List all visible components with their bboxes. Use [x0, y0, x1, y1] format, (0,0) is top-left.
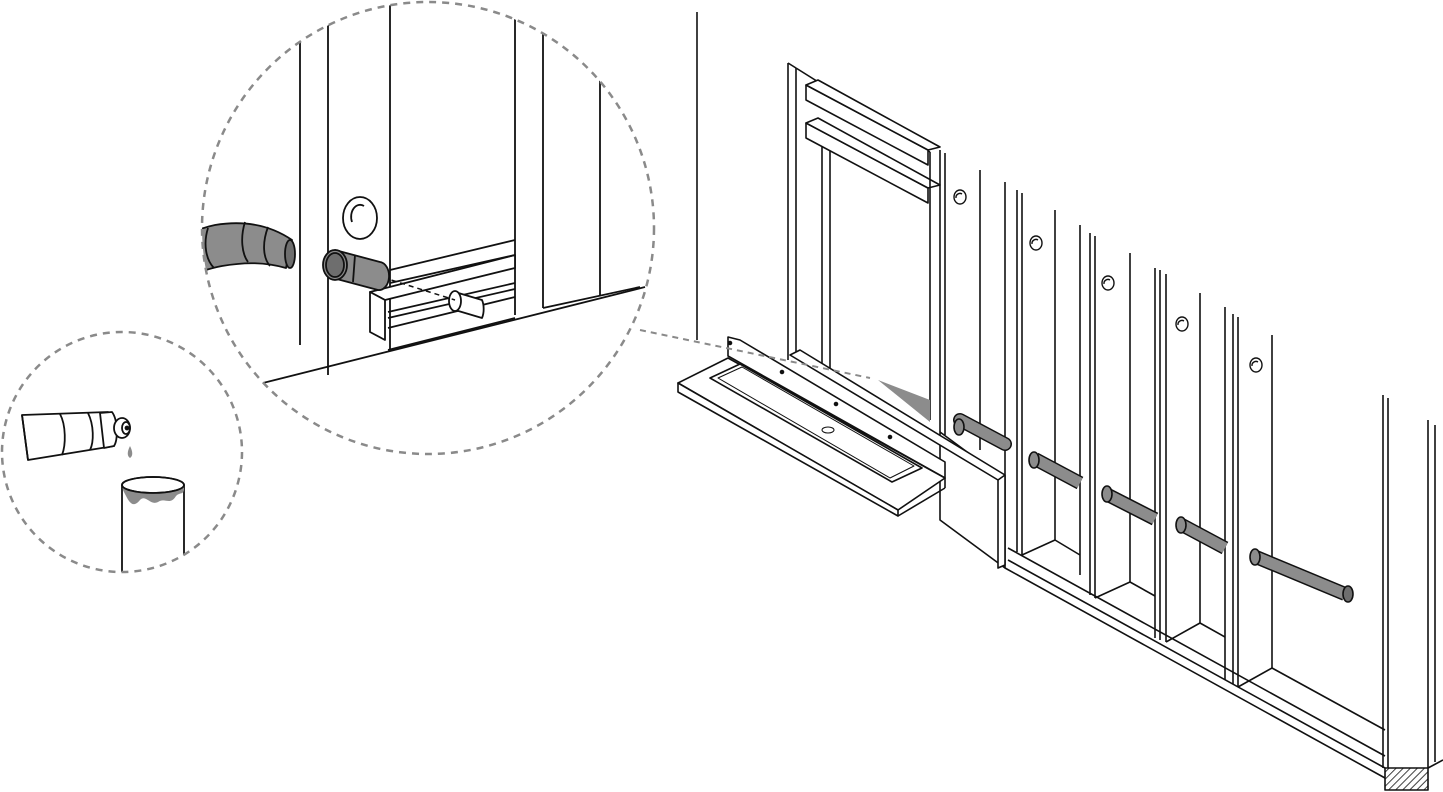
stud-1 [939, 150, 1006, 480]
stud-hole-icon [1175, 316, 1189, 332]
hatched-plate-end [1384, 767, 1429, 791]
stud-hole-icon [1029, 235, 1043, 251]
drain-hose-icon [202, 221, 296, 296]
stud-6 [1382, 395, 1436, 768]
outlet-nipple-icon [448, 290, 485, 319]
stud-2 [1016, 190, 1081, 575]
stud-4 [1159, 270, 1226, 680]
stud-hole-icon [1249, 357, 1263, 373]
stud-3 [1089, 233, 1156, 638]
stud-5 [1232, 314, 1386, 731]
sealant-callout-border [0, 330, 244, 574]
bottom-plate [939, 431, 1443, 791]
wall-hole-icon [342, 196, 378, 240]
stud-hole-icon [1101, 275, 1115, 291]
detail-callout-border [200, 0, 656, 456]
studs [939, 150, 1436, 768]
frame-opening [787, 62, 941, 420]
drain-channel [677, 336, 1006, 569]
drain-outlet-icon [821, 426, 835, 434]
sealant-callout [0, 330, 244, 574]
stud-holes [953, 189, 1263, 373]
sealant-drop-icon [127, 446, 133, 458]
hose-connector-icon [322, 249, 390, 291]
pipe-end-icon [1342, 585, 1354, 603]
detail-callout [200, 0, 656, 456]
drain-pipe [953, 413, 1354, 603]
stud-hole-icon [953, 189, 967, 205]
wall-assembly [677, 12, 1443, 791]
pipe-sealant-icon [121, 476, 185, 572]
sealant-tube-icon [21, 411, 133, 461]
